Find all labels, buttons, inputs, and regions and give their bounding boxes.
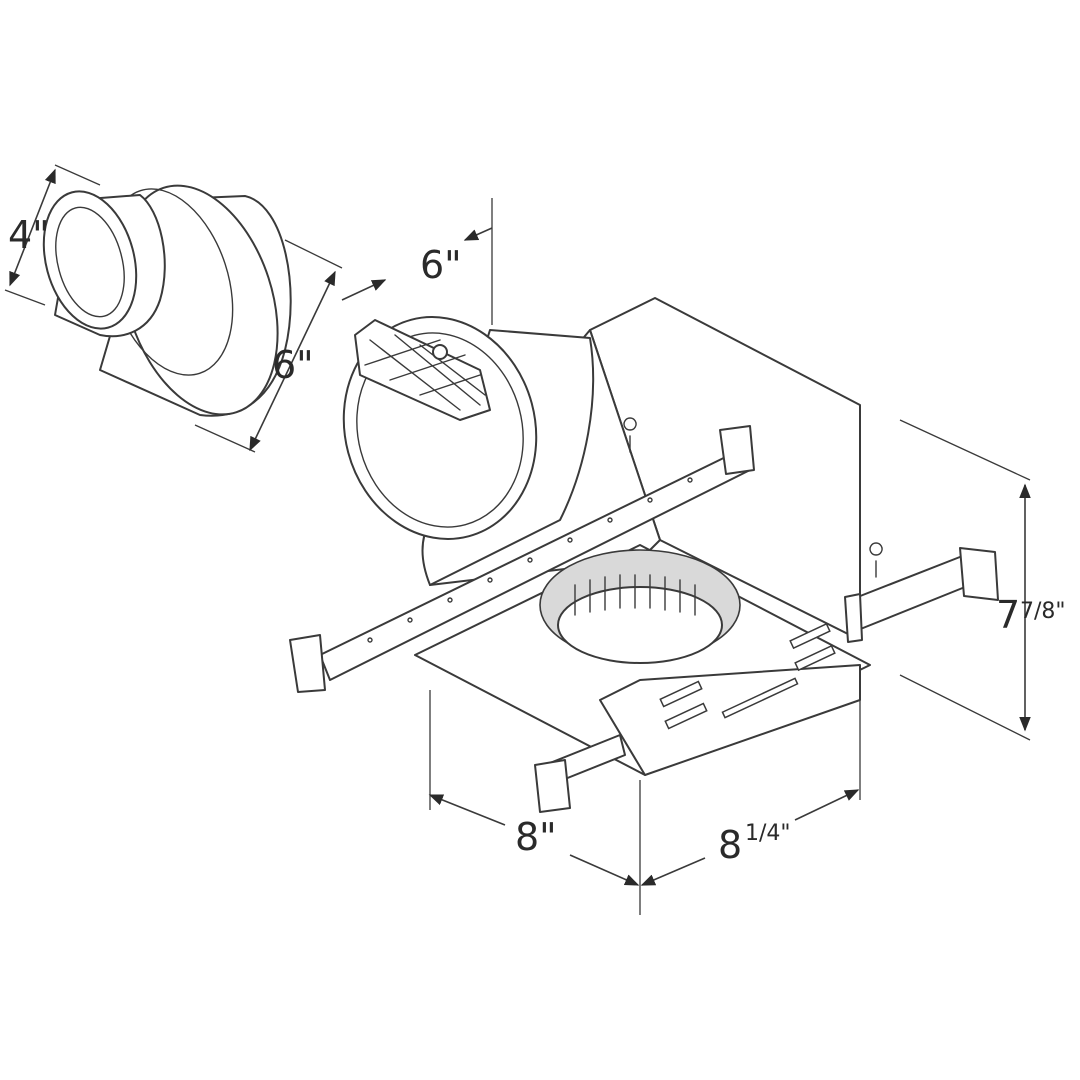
label-duct-diameter: 4" [8,213,50,257]
label-housing-width-whole: 8 [718,823,742,867]
dimension-collar-depth: 6" [341,198,493,325]
mounting-bars [289,425,999,813]
dimension-housing-depth: 8" [428,690,641,915]
label-housing-height-whole: 7 [996,593,1020,637]
dimension-adapter-length: 6" [194,239,343,453]
dimension-housing-width: 8 1/4" [640,690,861,886]
rear-hanger-bar [849,554,971,631]
hanger-bracket-left [289,634,326,693]
damper-flap [354,319,491,421]
label-housing-depth: 8" [515,815,557,859]
label-housing-width-frac: 1/4" [745,821,791,846]
dimension-duct-diameter: 4" [4,164,101,306]
dimension-housing-height: 7 7/8" [899,419,1066,741]
label-housing-height-frac: 7/8" [1020,599,1066,624]
label-adapter-length: 6" [272,343,314,387]
damper-collar [342,316,595,586]
hanger-bracket-rear-right [959,547,999,601]
label-collar-depth: 6" [420,243,462,287]
duct-adapter [42,184,292,417]
hanger-bracket-right [719,425,755,475]
